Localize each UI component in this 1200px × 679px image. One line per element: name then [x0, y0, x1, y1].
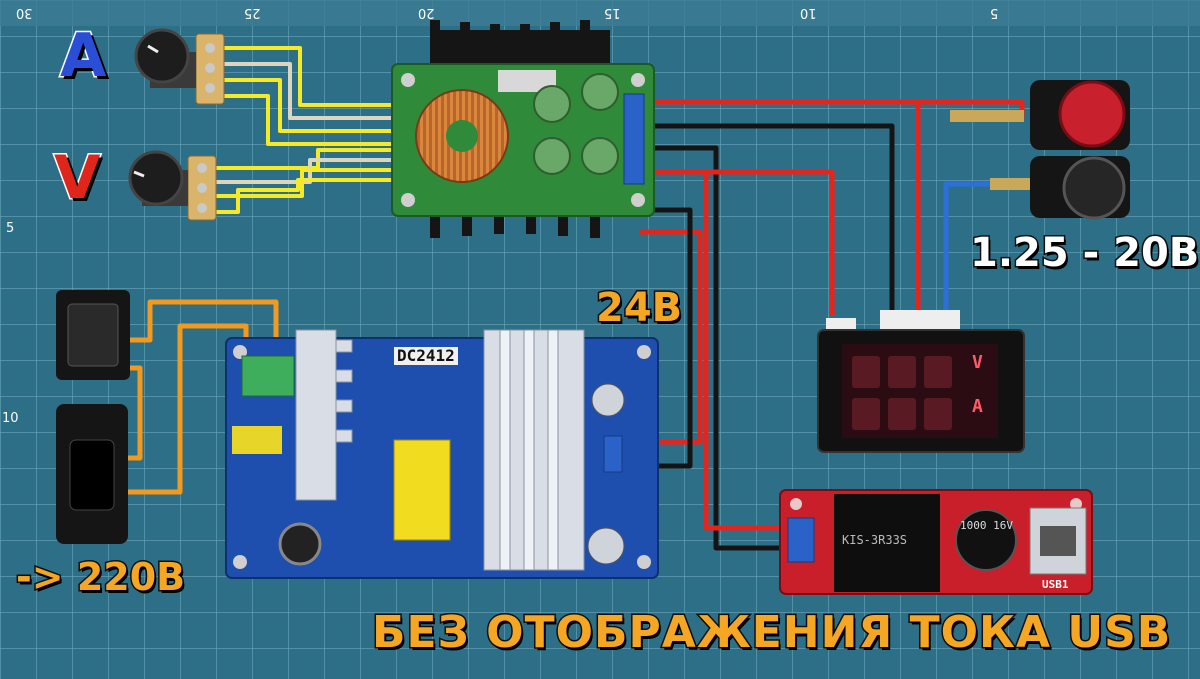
binding-post-icon [950, 80, 1130, 150]
ruler-side-number: 5 [6, 221, 15, 236]
ruler-number: 25 [244, 5, 261, 20]
mains-wires [124, 299, 279, 495]
caption-label: БЕЗ ОТОБРАЖЕНИЯ ТОКА USB [370, 607, 1172, 658]
dc-output-wires [640, 99, 1025, 551]
potentiometer-icon [128, 150, 217, 221]
volt-amp-meter [817, 310, 1025, 453]
ruler-number: 10 [800, 5, 817, 20]
supply-voltage-label: 24В [594, 285, 683, 331]
mains-input-label: -> 220В [14, 555, 186, 599]
buck-converter-board [391, 20, 655, 238]
ruler-number: 5 [990, 5, 999, 20]
ruler-strip [0, 0, 1200, 26]
ruler-side-number: 10 [2, 411, 19, 426]
power-socket-icon [56, 404, 128, 544]
rocker-switch-icon [56, 290, 130, 380]
voltage-pot-label: V [52, 143, 101, 213]
usb-regulator-marking: KIS-3R33S [842, 533, 908, 547]
potentiometer-icon [134, 28, 225, 105]
usb-capacitor-marking: 1000 16V [960, 519, 1013, 532]
yellow-wires-current-pot [222, 46, 408, 146]
usb-connector-marking: USB1 [1042, 578, 1069, 591]
ruler-number: 15 [604, 5, 621, 20]
psu-model-marking: DC2412 [394, 347, 458, 365]
ruler-number: 20 [418, 5, 435, 20]
yellow-wires-voltage-pot [214, 148, 408, 214]
dc2412-power-supply [225, 329, 659, 579]
ruler-number: 30 [16, 5, 33, 20]
capacitors [533, 73, 619, 175]
binding-post-icon [990, 156, 1130, 220]
output-range-label: 1.25 - 20В [968, 230, 1200, 276]
current-pot-label: A [58, 21, 107, 91]
meter-volt-unit: V [972, 352, 983, 373]
inductor-icon [415, 89, 509, 183]
heatsink-icon [295, 329, 585, 571]
meter-amp-unit: A [972, 396, 983, 417]
usb-output-module [779, 489, 1093, 595]
